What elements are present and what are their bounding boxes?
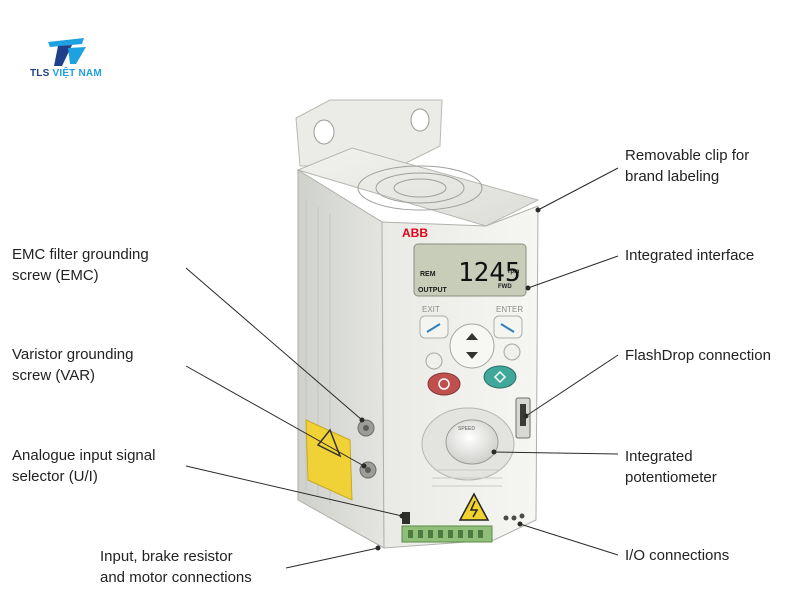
label-var-line1: Varistor grounding	[12, 346, 134, 363]
start-key[interactable]	[483, 365, 517, 389]
label-integrated-interface: Integrated interface	[625, 245, 754, 266]
enter-key[interactable]	[493, 315, 523, 339]
fan-grille	[357, 165, 483, 211]
removable-clip	[295, 99, 443, 167]
label-potentiometer-line2: potentiometer	[625, 469, 717, 486]
io-terminals	[503, 513, 525, 521]
label-io-connections: I/O connections	[625, 545, 729, 566]
callout-lines	[185, 167, 619, 569]
brand-name-part1: TLS	[30, 68, 53, 79]
arrow-keys[interactable]	[449, 323, 495, 369]
ui-selector-switch	[402, 512, 410, 524]
brand-name: TLS VIỆT NAM	[30, 68, 102, 79]
keypad: EXIT ENTER	[419, 305, 523, 396]
label-potentiometer: Integrated potentiometer	[625, 446, 717, 488]
stop-icon	[438, 378, 450, 390]
lcd-output-label: OUTPUT	[418, 287, 448, 294]
label-flashdrop: FlashDrop connection	[625, 345, 771, 366]
label-analogue-line2: selector (U/I)	[12, 468, 98, 485]
lcd-direction: FWD	[498, 284, 512, 290]
emc-screw-icon	[357, 419, 375, 437]
potentiometer: SPEED	[421, 407, 515, 487]
label-potentiometer-line1: Integrated	[625, 448, 693, 465]
label-input-line2: and motor connections	[100, 569, 252, 586]
label-clip-line1: Removable clip for	[625, 147, 750, 164]
lcd-display: REM 1245 rpm OUTPUT FWD	[413, 243, 527, 297]
label-analogue-selector: Analogue input signal selector (U/I)	[12, 445, 155, 487]
down-arrow-icon	[466, 352, 478, 359]
label-emc-line1: EMC filter grounding	[12, 246, 149, 263]
exit-key-label: EXIT	[422, 305, 440, 314]
enter-key-label: ENTER	[496, 305, 523, 314]
lcd-mode-left: REM	[420, 271, 436, 278]
label-emc-line2: screw (EMC)	[12, 267, 99, 284]
label-analogue-line1: Analogue input signal	[12, 447, 156, 464]
label-io-line1: I/O connections	[625, 547, 730, 564]
label-input-connections: Input, brake resistor and motor connecti…	[100, 546, 252, 588]
hazard-warning-icon	[458, 492, 490, 521]
stop-key[interactable]	[427, 372, 461, 396]
brand-name-part2: VIỆT NAM	[52, 68, 102, 79]
label-flashdrop-line1: FlashDrop connection	[625, 347, 771, 364]
abb-logo: ABB	[402, 226, 428, 240]
speed-label: SPEED	[458, 426, 475, 432]
tls-logo-icon	[48, 38, 86, 66]
label-emc-screw: EMC filter grounding screw (EMC)	[12, 244, 149, 286]
label-removable-clip: Removable clip for brand labeling	[625, 145, 749, 187]
power-terminals	[401, 525, 493, 543]
label-var-screw: Varistor grounding screw (VAR)	[12, 344, 133, 386]
lcd-unit: rpm	[508, 269, 519, 275]
start-icon	[493, 370, 507, 384]
label-var-line2: screw (VAR)	[12, 367, 96, 384]
lcd-value: 1245	[458, 258, 521, 288]
up-arrow-icon	[466, 333, 478, 340]
label-clip-line2: brand labeling	[625, 168, 720, 185]
label-interface-line1: Integrated interface	[625, 247, 755, 264]
shift-key[interactable]	[503, 343, 521, 361]
speed-knob[interactable]	[445, 419, 499, 465]
label-input-line1: Input, brake resistor	[100, 548, 233, 565]
loc-rem-key[interactable]	[425, 352, 443, 370]
